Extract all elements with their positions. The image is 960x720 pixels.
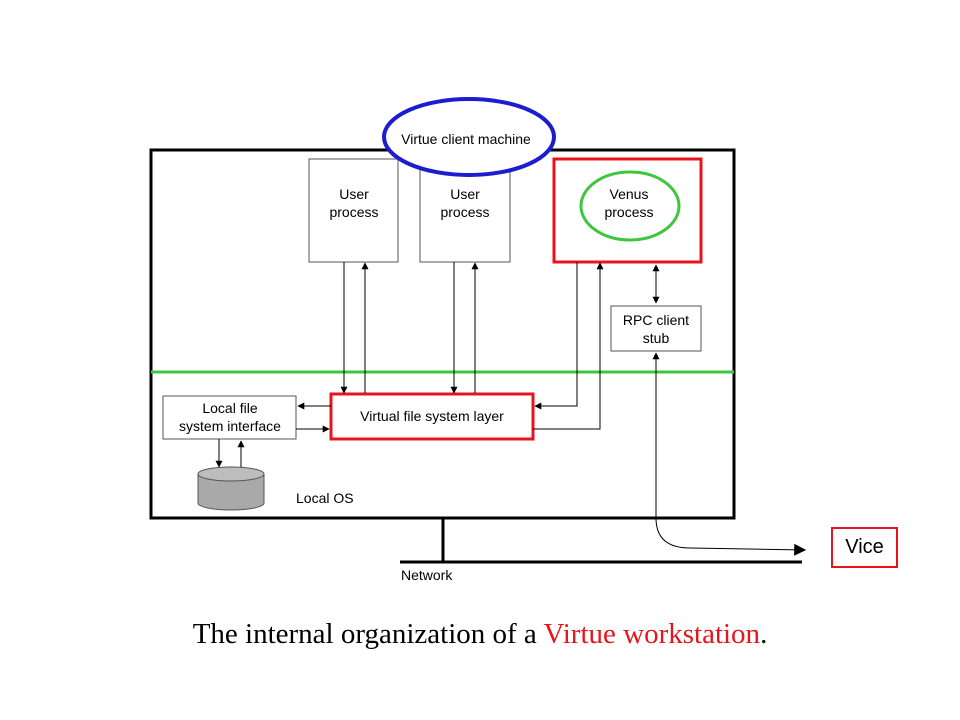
venus-process-line1: Venus xyxy=(610,186,649,202)
user-process-2-line1: User xyxy=(450,186,480,202)
rpc-stub-line1: RPC client xyxy=(623,312,689,328)
vfs-layer-box: Virtual file system layer xyxy=(329,392,535,441)
user-process-1-line2: process xyxy=(329,204,378,220)
user-process-box-1: User process xyxy=(308,158,399,263)
slide-caption: The internal organization of a Virtue wo… xyxy=(0,618,960,651)
rpc-client-stub-box: RPC client stub xyxy=(610,305,702,352)
caption-suffix: . xyxy=(760,618,768,650)
user-process-2-line2: process xyxy=(440,204,489,220)
user-process-1-line1: User xyxy=(339,186,369,202)
virtue-client-highlight-circle xyxy=(382,97,556,177)
local-fs-interface-box: Local file system interface xyxy=(162,395,297,440)
arrow-rpc-to-vice xyxy=(655,517,807,556)
venus-process-box: Venus process xyxy=(552,157,703,264)
arrow-venus-to-vfs xyxy=(534,262,578,410)
local-fs-line1: Local file xyxy=(202,400,257,416)
virtue-client-machine-label: Virtue client machine xyxy=(401,131,531,147)
venus-highlight-circle xyxy=(579,170,681,242)
vice-box: Vice xyxy=(831,527,898,568)
vfs-layer-label: Virtual file system layer xyxy=(360,408,504,424)
local-disk-icon xyxy=(197,466,265,511)
venus-process-line2: process xyxy=(604,204,653,220)
arrow-vfs-to-venus xyxy=(533,262,604,430)
rpc-stub-line2: stub xyxy=(643,330,670,346)
vice-label: Vice xyxy=(845,536,884,558)
local-fs-line2: system interface xyxy=(179,418,281,434)
local-os-label: Local OS xyxy=(296,490,354,506)
caption-prefix: The internal organization of a xyxy=(192,618,544,650)
caption-highlight: Virtue workstation xyxy=(543,618,761,650)
network-label: Network xyxy=(401,567,453,583)
